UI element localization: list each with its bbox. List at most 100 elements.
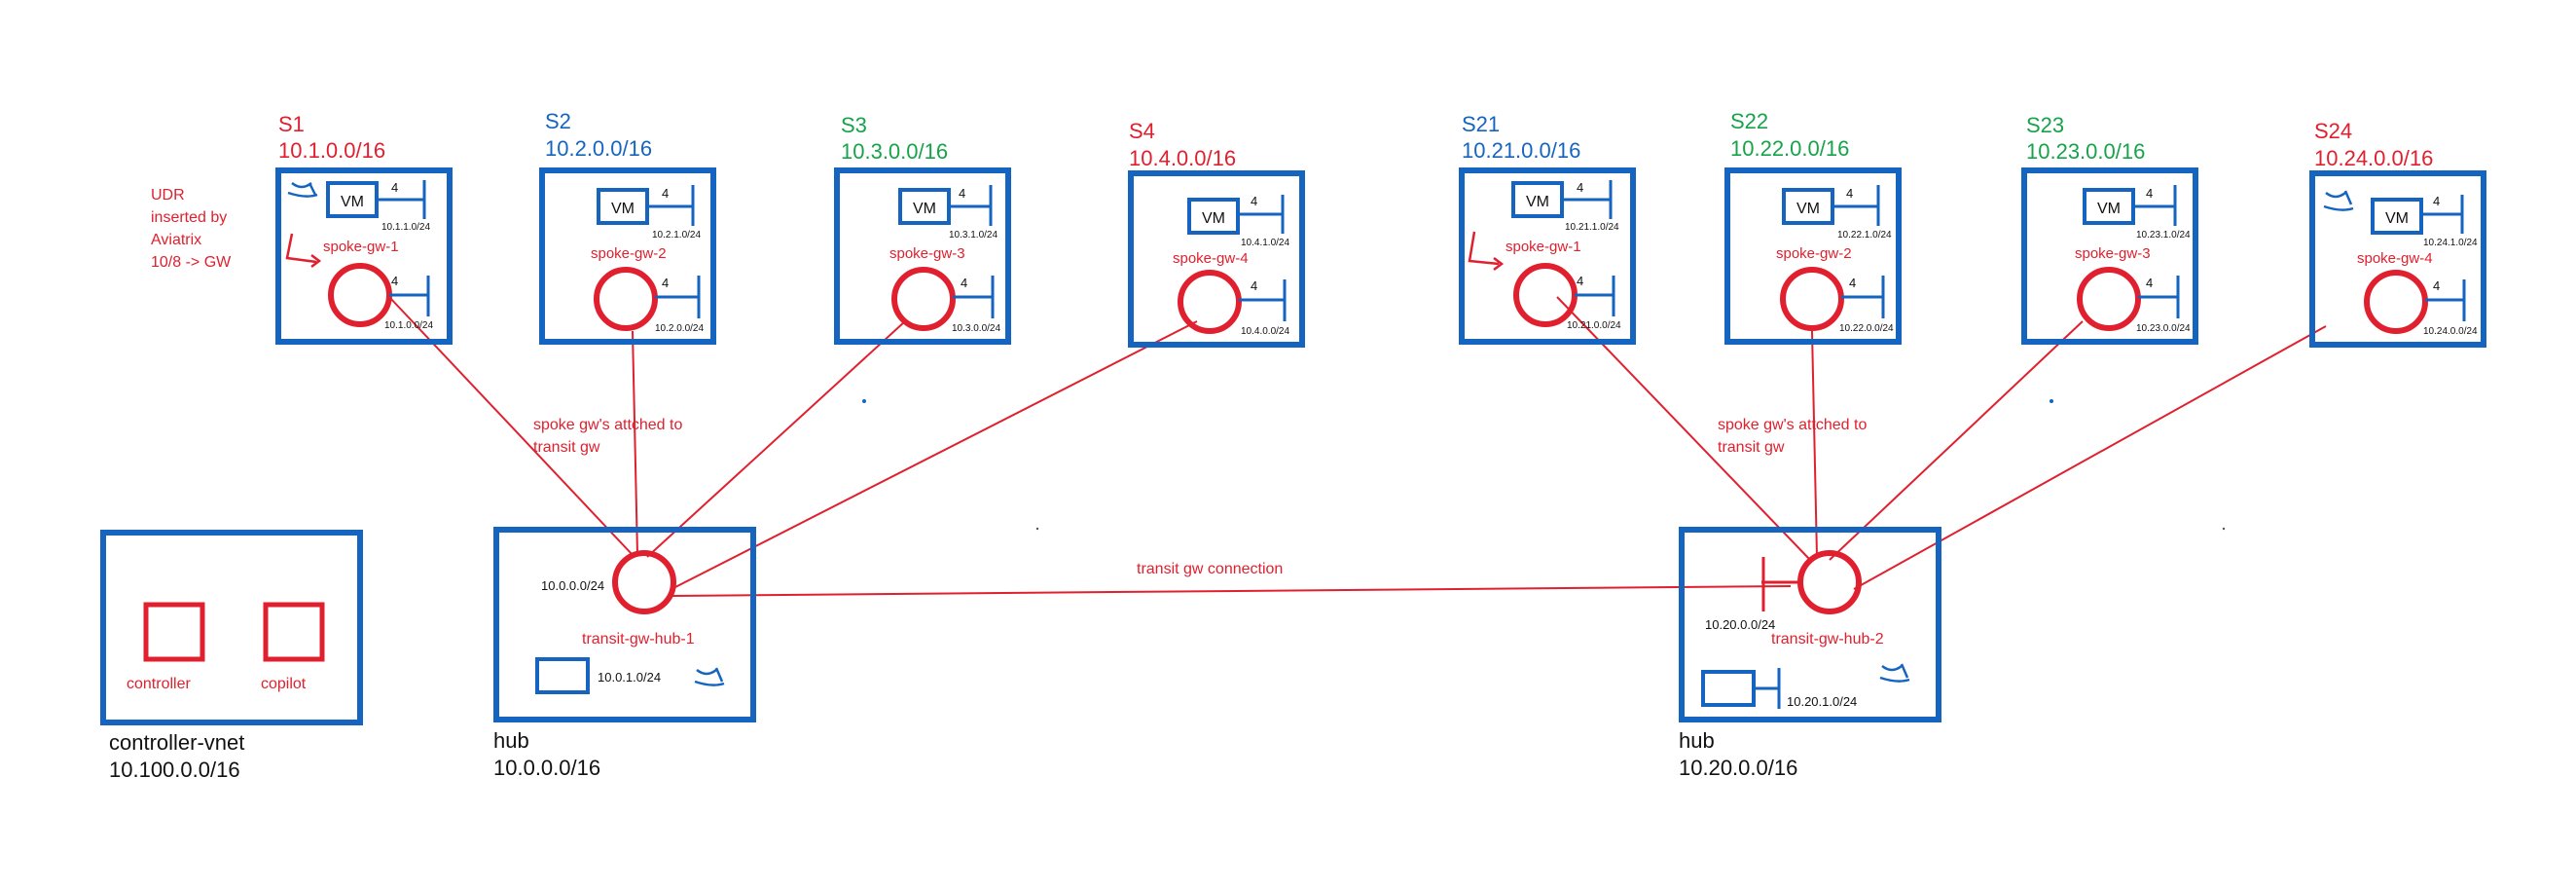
controller-vnet: controller copilot controller-vnet 10.10… [100, 530, 363, 782]
hub-name: hub [493, 728, 529, 753]
stray-dot [862, 399, 866, 403]
route-table-icon [287, 181, 318, 198]
link-s2-hub1 [632, 330, 638, 556]
gw-subnet-label: 10.3.0.0/24 [952, 323, 1000, 334]
gw-subnet-mark: 4 [1849, 276, 1856, 290]
spoke-gw-icon [328, 263, 392, 327]
spoke-name: S4 [1129, 119, 1155, 143]
hub-1: 10.0.0.0/24 transit-gw-hub-1 10.0.1.0/24… [493, 527, 756, 780]
attach-note-left: spoke gw's attched to transit gw [533, 417, 682, 456]
copilot-icon [263, 602, 325, 662]
attach-note-line: transit gw [1718, 439, 1785, 456]
controller-label: controller [127, 676, 191, 692]
spoke-gw-icon [1780, 267, 1844, 331]
gw-subnet-label: 10.22.0.0/24 [1839, 323, 1894, 334]
transit-gw-name: transit-gw-hub-1 [582, 631, 695, 648]
gw-subnet-mark: 4 [2146, 276, 2153, 290]
gw-subnet-mark: 4 [391, 274, 398, 288]
vm-subnet-mark: 4 [391, 180, 398, 195]
hub-vm-subnet-label: 10.20.1.0/24 [1787, 694, 1857, 709]
spoke-box [1459, 167, 1636, 345]
vm-subnet-mark: 4 [959, 186, 965, 201]
stray-dot [1035, 527, 1039, 531]
vm-subnet-label: 10.2.1.0/24 [652, 230, 701, 240]
gw-subnet-mark: 4 [2433, 278, 2440, 293]
attach-note-line: transit gw [533, 439, 600, 456]
vm-label: VM [913, 201, 936, 217]
spoke-cidr: 10.24.0.0/16 [2314, 146, 2433, 170]
route-table-icon [694, 667, 725, 686]
spoke-box [2309, 170, 2486, 348]
spoke-box [1724, 167, 1902, 345]
gw-subnet-mark: 4 [961, 276, 967, 290]
vm-box [1187, 198, 1240, 235]
hub-cidr: 10.0.0.0/16 [493, 756, 600, 780]
spoke-cidr: 10.22.0.0/16 [1730, 136, 1849, 161]
udr-note-line: inserted by [151, 209, 227, 226]
hub-gw-subnet-label: 10.0.0.0/24 [541, 578, 604, 593]
hub-2: 10.20.0.0/24 transit-gw-hub-2 10.20.1.0/… [1679, 527, 1941, 780]
udr-note-line: UDR [151, 187, 185, 204]
vm-subnet-mark: 4 [662, 186, 669, 201]
gw-subnet-label: 10.24.0.0/24 [2423, 326, 2478, 337]
vm-subnet-label: 10.21.1.0/24 [1565, 222, 1619, 233]
hub-name: hub [1679, 728, 1715, 753]
spoke-name: S23 [2026, 113, 2064, 137]
spoke-gw-name: spoke-gw-1 [323, 239, 399, 255]
hub-box [1679, 527, 1941, 722]
udr-note-line: 10/8 -> GW [151, 254, 232, 271]
copilot-label: copilot [261, 676, 307, 692]
controller-vnet-name: controller-vnet [109, 730, 244, 755]
hub-gw-subnet-label: 10.20.0.0/24 [1705, 617, 1775, 632]
gw-subnet-label: 10.1.0.0/24 [384, 320, 433, 331]
spoke-gw-icon [2364, 270, 2428, 334]
attach-note-right: spoke gw's attched to transit gw [1718, 417, 1867, 456]
spoke-gw-icon [891, 267, 956, 331]
spoke-cidr: 10.23.0.0/16 [2026, 139, 2145, 164]
spoke-gw-name: spoke-gw-1 [1506, 239, 1581, 255]
spoke-S23: S23 10.23.0.0/16 VM 4 10.23.1.0/24 spoke… [2021, 113, 2198, 345]
link-s4-hub1 [671, 320, 1198, 590]
spoke-S1: S1 10.1.0.0/16 VM 4 10.1.1.0/24 spoke-gw… [275, 112, 453, 345]
transit-gw-connection-line [671, 585, 1792, 597]
vm-subnet-mark: 4 [1846, 186, 1853, 201]
vm-subnet-label: 10.4.1.0/24 [1241, 238, 1289, 248]
vm-subnet-label: 10.1.1.0/24 [381, 222, 430, 233]
link-s3-hub1 [646, 320, 906, 558]
hub-vm-subnet-label: 10.0.1.0/24 [598, 670, 661, 684]
vm-label: VM [611, 201, 635, 217]
vm-subnet-mark: 4 [2433, 194, 2440, 208]
gw-subnet-label: 10.4.0.0/24 [1241, 326, 1289, 337]
spoke-gw-name: spoke-gw-2 [591, 245, 667, 262]
vm-box [2371, 198, 2423, 235]
controller-vnet-cidr: 10.100.0.0/16 [109, 758, 240, 782]
spoke-gw-name: spoke-gw-2 [1776, 245, 1852, 262]
vm-subnet-mark: 4 [2146, 186, 2153, 201]
udr-arrow-icon [1468, 231, 1505, 271]
spoke-S3: S3 10.3.0.0/16 VM 4 10.3.1.0/24 spoke-gw… [834, 113, 1011, 345]
udr-arrow-icon [285, 233, 322, 268]
spoke-gw-icon [1513, 263, 1578, 327]
spoke-name: S21 [1462, 112, 1500, 136]
spoke-name: S3 [841, 113, 867, 137]
transit-connection-label: transit gw connection [1137, 561, 1283, 577]
spoke-box [2021, 167, 2198, 345]
hub-cidr: 10.20.0.0/16 [1679, 756, 1797, 780]
spoke-cidr: 10.2.0.0/16 [545, 136, 652, 161]
hub-vm-box [535, 657, 590, 694]
transit-gw-name: transit-gw-hub-2 [1771, 631, 1884, 648]
udr-note-line: Aviatrix [151, 232, 201, 248]
attach-note-line: spoke gw's attched to [533, 417, 682, 433]
hub-box [493, 527, 756, 722]
spoke-name: S22 [1730, 109, 1768, 133]
spoke-box [539, 167, 716, 345]
route-table-icon [2323, 190, 2354, 211]
spoke-name: S24 [2314, 119, 2352, 143]
vm-subnet-label: 10.24.1.0/24 [2423, 238, 2478, 248]
spoke-cidr: 10.1.0.0/16 [278, 138, 385, 163]
route-table-icon [1879, 663, 1910, 683]
spoke-box [275, 167, 453, 345]
vm-subnet-label: 10.23.1.0/24 [2136, 230, 2191, 240]
vm-label: VM [1796, 201, 1820, 217]
